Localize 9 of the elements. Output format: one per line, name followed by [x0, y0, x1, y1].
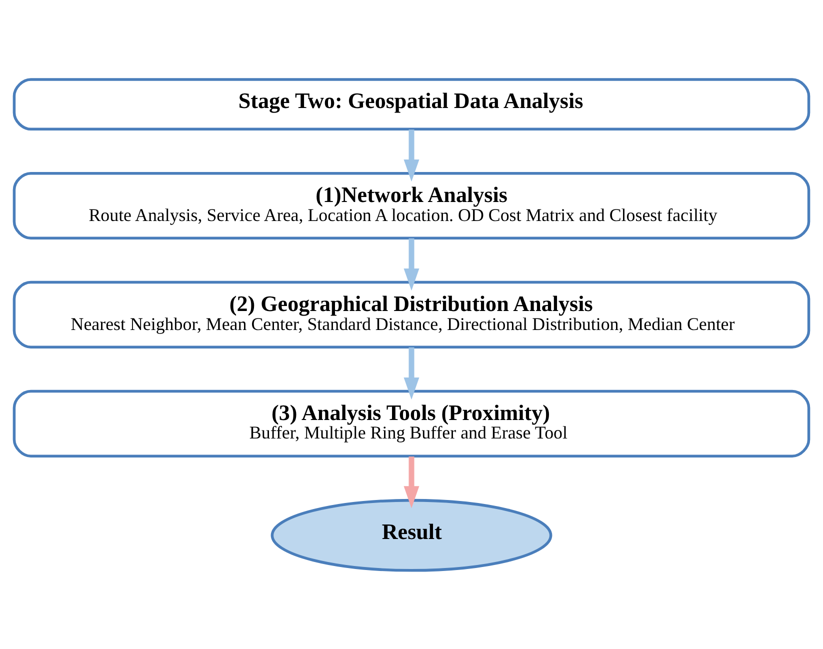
- arrow: [404, 129, 420, 182]
- node-box: Stage Two: Geospatial Data Analysis: [12, 78, 810, 130]
- node-box: (1)Network Analysis Route Analysis, Service Area, Location A location. OD Cost Matrix and Closest facility: [12, 171, 810, 240]
- arrow: [404, 238, 420, 290]
- node-box: (3) Analysis Tools (Proximity) Buffer, Multiple Ring Buffer and Erase Tool: [12, 389, 810, 457]
- node-box: (2) Geographical Distribution Analysis Nearest Neighbor, Mean Center, Standard Distance, Directional Distribution, Median Center: [12, 280, 810, 348]
- arrow: [404, 346, 420, 400]
- arrow: [404, 456, 420, 508]
- node-ellipse: Result: [270, 498, 552, 572]
